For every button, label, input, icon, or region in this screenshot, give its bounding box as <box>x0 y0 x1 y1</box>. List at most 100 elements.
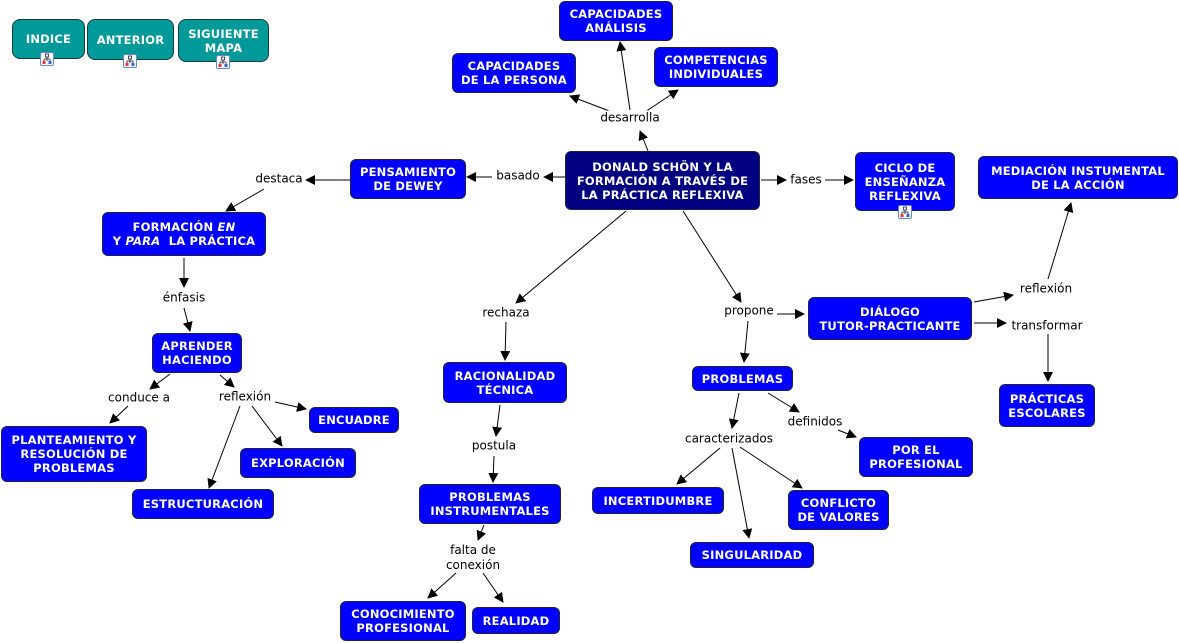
concept-text: DE DEWEY <box>373 179 443 193</box>
concept-ciclo-ensenanza-reflexiva[interactable]: CICLO DE ENSEÑANZA REFLEXIVA <box>855 152 955 211</box>
concept-conocimiento-profesional[interactable]: CONOCIMIENTO PROFESIONAL <box>340 601 466 641</box>
concept-formacion-en-para-practica[interactable]: FORMACIÓN EN Y PARA LA PRÁCTICA <box>102 212 266 256</box>
concept-por-el-profesional[interactable]: POR EL PROFESIONAL <box>859 437 973 477</box>
link-label-line: falta de <box>450 543 496 557</box>
concept-capacidades-analisis[interactable]: CAPACIDADES ANÁLISIS <box>559 1 673 41</box>
concept-text: REFLEXIVA <box>869 188 941 203</box>
concept-text: INDIVIDUALES <box>668 67 764 81</box>
nav-anterior-button[interactable]: ANTERIOR <box>87 19 174 60</box>
concept-text-part: FORMACIÓN <box>132 220 218 234</box>
concept-text: PRÁCTICAS <box>1009 391 1085 406</box>
concept-text: PENSAMIENTO <box>359 165 457 179</box>
concept-text: SINGULARIDAD <box>701 548 803 562</box>
concept-text-italic: EN <box>217 220 236 234</box>
concept-text: PROBLEMAS <box>449 490 531 504</box>
connector <box>109 405 129 424</box>
concept-text: ESTRUCTURACIÓN <box>142 497 264 511</box>
concept-estructuracion[interactable]: ESTRUCTURACIÓN <box>132 489 274 519</box>
concept-text: CONFLICTO <box>800 496 877 510</box>
concept-text: INCERTIDUMBRE <box>603 493 713 508</box>
nav-mapa-label: MAPA <box>204 40 243 55</box>
link-label-transformar: transformar <box>1011 318 1083 334</box>
concept-text: Y PARA LA PRÁCTICA <box>113 234 256 248</box>
concept-text: ESCOLARES <box>1008 405 1086 420</box>
concept-encuadre[interactable]: ENCUADRE <box>309 407 399 433</box>
concept-text: DE LA ACCIÓN <box>1031 177 1125 192</box>
concept-map-link-icon[interactable] <box>898 205 912 219</box>
concept-text: RACIONALIDAD <box>454 368 556 383</box>
connector <box>488 455 499 483</box>
concept-practicas-escolares[interactable]: PRÁCTICAS ESCOLARES <box>999 384 1095 427</box>
connector <box>731 447 753 539</box>
main-concept-line-2: FORMACIÓN A TRAVÉS DE <box>576 173 749 188</box>
connector <box>682 210 742 303</box>
concept-text: PROFESIONAL <box>356 621 450 635</box>
concept-capacidades-persona[interactable]: CAPACIDADES DE LA PERSONA <box>452 53 576 93</box>
connector <box>739 446 803 489</box>
concept-map-link-icon[interactable] <box>40 52 54 66</box>
connector <box>492 404 503 437</box>
concept-text: ENSEÑANZA <box>864 174 946 189</box>
concept-text: DE VALORES <box>797 510 880 524</box>
concept-realidad[interactable]: REALIDAD <box>472 607 560 634</box>
concept-mediacion-instrumental-accion[interactable]: MEDIACIÓN INSTUMENTAL DE LA ACCIÓN <box>978 156 1178 199</box>
nav-siguiente-label: SIGUIENTE <box>188 26 259 41</box>
connector <box>515 210 627 304</box>
concept-text: APRENDER <box>161 339 233 353</box>
concept-text: REALIDAD <box>482 613 550 628</box>
connector <box>728 392 740 429</box>
concept-text: CAPACIDADES <box>569 7 663 21</box>
concept-problemas-instrumentales[interactable]: PROBLEMAS INSTRUMENTALES <box>419 484 561 524</box>
connector <box>638 130 649 152</box>
connector <box>427 572 457 599</box>
nav-indice-label: INDICE <box>25 32 72 46</box>
concept-text: ANÁLISIS <box>585 21 647 35</box>
connector <box>251 405 283 447</box>
link-label-propone: propone <box>724 303 774 319</box>
link-label-enfasis: énfasis <box>162 290 206 306</box>
link-label-postula: postula <box>471 438 517 454</box>
concept-text: RESOLUCIÓN DE <box>20 447 128 461</box>
concept-incertidumbre[interactable]: INCERTIDUMBRE <box>592 487 724 514</box>
connector <box>476 524 486 541</box>
connector <box>1047 202 1074 280</box>
connector <box>767 392 800 413</box>
concept-text: PROFESIONAL <box>869 457 963 471</box>
concept-text: TÉCNICA <box>476 382 534 397</box>
concept-map-link-icon[interactable] <box>123 54 137 68</box>
concept-planteamiento-resolucion-problemas[interactable]: PLANTEAMIENTO Y RESOLUCIÓN DE PROBLEMAS <box>1 426 147 482</box>
main-concept-line-1: DONALD SCHÖN Y LA <box>592 159 733 174</box>
concept-text: COMPETENCIAS <box>664 53 768 67</box>
concept-text: POR EL <box>892 443 940 457</box>
concept-map-link-icon[interactable] <box>216 55 230 69</box>
concept-dialogo-tutor-practicante[interactable]: DIÁLOGO TUTOR-PRACTICANTE <box>808 297 972 340</box>
concept-pensamiento-dewey[interactable]: PENSAMIENTO DE DEWEY <box>350 159 466 199</box>
concept-text: PROBLEMAS <box>701 371 784 386</box>
connector <box>219 374 235 388</box>
concept-aprender-haciendo[interactable]: APRENDER HACIENDO <box>152 333 242 373</box>
concept-text: DIÁLOGO <box>859 304 921 319</box>
concept-competencias-individuales[interactable]: COMPETENCIAS INDIVIDUALES <box>654 47 778 87</box>
connector <box>225 188 265 212</box>
link-label-desarrolla: desarrolla <box>600 110 660 126</box>
main-concept-line-3: LA PRÁCTICA REFLEXIVA <box>581 187 744 202</box>
concept-exploracion[interactable]: EXPLORACIÓN <box>240 448 356 478</box>
link-label-fases: fases <box>790 172 822 188</box>
concept-text-part: LA PRÁCTICA <box>160 234 256 248</box>
nav-anterior-label: ANTERIOR <box>96 32 165 47</box>
concept-text: CAPACIDADES <box>467 59 561 73</box>
concept-text: EXPLORACIÓN <box>251 456 345 470</box>
nav-siguiente-mapa-button[interactable]: SIGUIENTE MAPA <box>178 19 269 62</box>
main-concept[interactable]: DONALD SCHÖN Y LA FORMACIÓN A TRAVÉS DE … <box>565 151 760 210</box>
concept-text-part: Y <box>112 234 126 248</box>
connector <box>274 401 307 412</box>
concept-racionalidad-tecnica[interactable]: RACIONALIDAD TÉCNICA <box>443 362 567 403</box>
concept-conflicto-valores[interactable]: CONFLICTO DE VALORES <box>788 490 889 530</box>
concept-text: FORMACIÓN EN <box>133 220 236 234</box>
concept-text: ENCUADRE <box>318 413 390 427</box>
connector <box>739 320 750 363</box>
concept-problemas[interactable]: PROBLEMAS <box>692 366 793 391</box>
connector <box>207 405 241 489</box>
concept-text: TUTOR-PRACTICANTE <box>819 318 961 333</box>
concept-singularidad[interactable]: SINGULARIDAD <box>690 542 814 568</box>
